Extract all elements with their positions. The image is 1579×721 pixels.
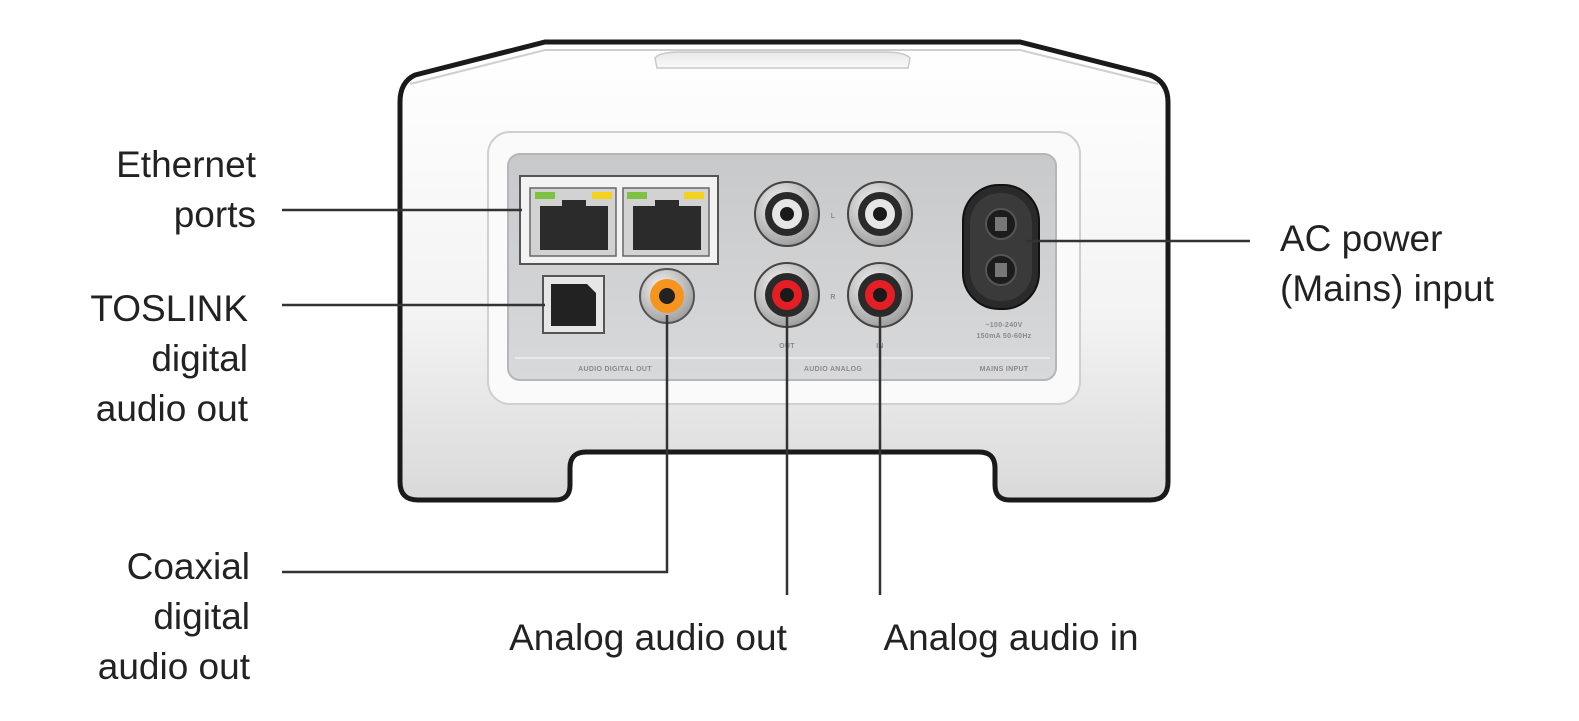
activity-led-yellow bbox=[592, 192, 612, 199]
label-analog-audio-out: Analog audio out bbox=[492, 613, 804, 663]
label-line: Ethernet bbox=[116, 144, 256, 185]
panel-label-audio-analog: AUDIO ANALOG bbox=[804, 366, 862, 373]
power-rating-line2: 150mA 50-60Hz bbox=[976, 333, 1031, 340]
label-line: Analog audio in bbox=[883, 617, 1139, 658]
coaxial-port bbox=[639, 268, 695, 324]
label-line: Coaxial bbox=[126, 546, 250, 587]
panel-label-mains-input: MAINS INPUT bbox=[980, 366, 1029, 373]
label-coaxial: Coaxial digital audio out bbox=[40, 542, 250, 692]
leader-coaxial bbox=[282, 315, 669, 574]
link-led-green bbox=[627, 192, 647, 199]
label-line: (Mains) input bbox=[1280, 268, 1494, 309]
rca-analog-in-left bbox=[847, 181, 913, 247]
label-ethernet-ports: Ethernet ports bbox=[60, 140, 256, 240]
ethernet-ports bbox=[519, 175, 719, 265]
rca-analog-out-right bbox=[754, 262, 820, 328]
label-line: Analog audio out bbox=[509, 617, 787, 658]
power-rating-line1: ~100-240V bbox=[985, 322, 1022, 329]
ethernet-port-2 bbox=[622, 187, 710, 257]
label-line: TOSLINK bbox=[90, 288, 248, 329]
activity-led-yellow bbox=[684, 192, 704, 199]
label-toslink: TOSLINK digital audio out bbox=[40, 284, 248, 434]
label-line: audio out bbox=[97, 646, 250, 687]
label-ac-power: AC power (Mains) input bbox=[1280, 214, 1540, 314]
link-led-green bbox=[535, 192, 555, 199]
channel-left-mark: L bbox=[831, 213, 836, 220]
label-line: AC power bbox=[1280, 218, 1443, 259]
rca-analog-out-left bbox=[754, 181, 820, 247]
ac-power-inlet bbox=[962, 184, 1040, 310]
label-line: digital bbox=[153, 596, 250, 637]
toslink-port bbox=[542, 275, 605, 334]
label-line: audio out bbox=[95, 388, 248, 429]
label-line: digital bbox=[151, 338, 248, 379]
channel-right-mark: R bbox=[830, 294, 835, 301]
ethernet-port-1 bbox=[529, 187, 617, 257]
label-line: ports bbox=[173, 194, 256, 235]
panel-label-audio-digital-out: AUDIO DIGITAL OUT bbox=[578, 366, 652, 373]
label-analog-audio-in: Analog audio in bbox=[866, 613, 1156, 663]
